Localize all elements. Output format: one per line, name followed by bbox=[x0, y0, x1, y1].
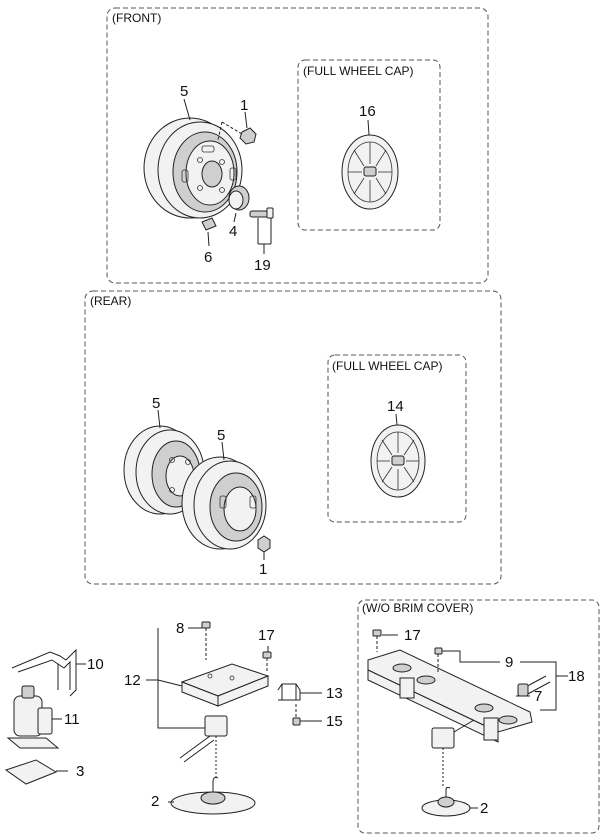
brim-winch bbox=[431, 719, 475, 786]
callout-carrier-bracket: 12 bbox=[124, 672, 141, 689]
callout-jack-handle: 10 bbox=[87, 656, 104, 673]
front-section-title: (FRONT) bbox=[112, 11, 161, 25]
front-balance-weight bbox=[201, 217, 217, 231]
spare-carrier: 8 12 17 bbox=[124, 620, 343, 815]
callout-front-hub-cap: 4 bbox=[229, 223, 237, 240]
front-section-border bbox=[106, 7, 489, 284]
callout-brim-mount-bolt: 9 bbox=[505, 654, 513, 671]
brim-bolt bbox=[372, 629, 382, 652]
rear-inner-wheel bbox=[123, 425, 205, 515]
rear-section-title: (REAR) bbox=[90, 294, 131, 308]
callout-jack: 11 bbox=[64, 711, 80, 728]
front-wheel-cap-border bbox=[297, 59, 441, 231]
front-wheel-cap-title: (FULL WHEEL CAP) bbox=[303, 64, 413, 78]
callout-carrier-side-bolt: 17 bbox=[258, 627, 275, 644]
callout-rear-inner-wheel: 5 bbox=[152, 395, 160, 412]
callout-carrier-bolt: 8 bbox=[176, 620, 184, 637]
jack bbox=[6, 685, 60, 749]
callout-rear-wheel-cap: 14 bbox=[387, 398, 404, 415]
callout-carrier-clip: 13 bbox=[326, 685, 343, 702]
rear-full-wheel-cap bbox=[370, 424, 426, 498]
callout-front-balance-weight: 6 bbox=[204, 249, 212, 266]
carrier-bracket bbox=[180, 663, 270, 707]
callout-front-nut: 1 bbox=[240, 97, 248, 114]
carrier-crossmember bbox=[367, 649, 533, 743]
brim-section: (W/O BRIM COVER) 17 9 bbox=[357, 599, 600, 834]
front-hub-cap bbox=[228, 185, 250, 211]
front-section: (FRONT) 5 1 bbox=[106, 7, 489, 284]
callout-brim-bolt: 17 bbox=[404, 627, 421, 644]
rear-wheel-nut bbox=[257, 535, 271, 553]
front-wheel bbox=[143, 117, 243, 219]
rear-section-border bbox=[84, 290, 502, 585]
rear-section: (REAR) 5 5 1 bbox=[84, 290, 502, 585]
brim-section-border bbox=[357, 599, 600, 834]
callout-carrier-clip-bolt: 15 bbox=[326, 713, 343, 730]
callout-front-wheel: 5 bbox=[180, 83, 188, 100]
callout-front-wheel-cap: 16 bbox=[359, 103, 376, 120]
front-wheel-nut bbox=[217, 121, 257, 145]
front-full-wheel-cap bbox=[341, 134, 399, 210]
front-valve bbox=[249, 207, 274, 219]
callout-brim-tire-holder-plate: 2 bbox=[480, 800, 488, 817]
rear-outer-wheel bbox=[181, 456, 267, 550]
carrier-side-bolt bbox=[262, 651, 272, 672]
callout-tire-holder-plate: 2 bbox=[151, 793, 159, 810]
carrier-clip-bolt bbox=[292, 704, 301, 726]
brim-tire-holder-plate bbox=[421, 786, 471, 817]
callout-brim-bracket-arm: 7 bbox=[534, 688, 542, 705]
carrier-winch bbox=[179, 715, 228, 780]
rear-wheel-cap-border bbox=[327, 354, 467, 523]
jack-handle bbox=[11, 648, 77, 697]
tire-holder-plate bbox=[170, 777, 256, 815]
callout-rear-nut: 1 bbox=[259, 561, 267, 578]
brim-bracket-arm bbox=[517, 675, 551, 697]
carrier-clip bbox=[277, 683, 301, 701]
callout-rear-outer-wheel: 5 bbox=[217, 427, 225, 444]
jack-tools: 10 11 3 bbox=[4, 648, 104, 785]
carrier-bolt bbox=[201, 621, 211, 660]
jack-pad bbox=[4, 759, 58, 785]
brim-section-title: (W/O BRIM COVER) bbox=[362, 601, 473, 615]
callout-jack-pad: 3 bbox=[76, 763, 84, 780]
callout-brim-bracket: 18 bbox=[568, 668, 585, 685]
callout-front-valve: 19 bbox=[254, 257, 271, 274]
rear-wheel-cap-title: (FULL WHEEL CAP) bbox=[332, 359, 442, 373]
